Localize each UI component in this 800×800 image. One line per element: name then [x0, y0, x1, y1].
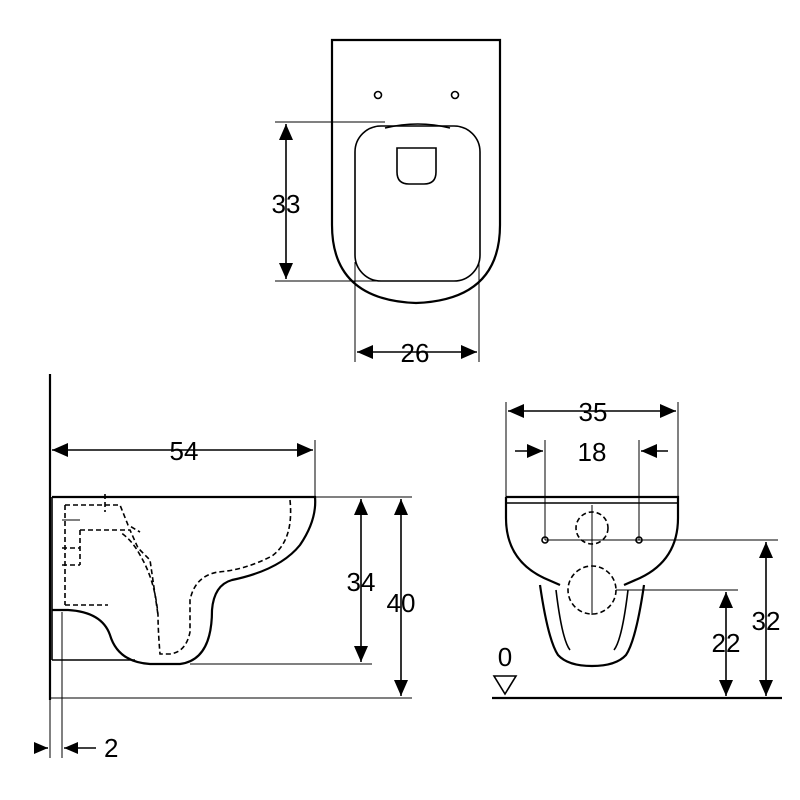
dim-side-wall-gap: 2 [104, 733, 118, 763]
top-view-mount-hole-right [450, 90, 460, 100]
top-view-flush-recess [396, 147, 437, 185]
dim-side-length: 54 [170, 436, 199, 466]
side-view: 54 34 40 2 [34, 374, 415, 763]
dim-top-width: 26 [401, 338, 430, 368]
top-view-outline [330, 38, 502, 305]
dim-side-height-inner: 34 [347, 567, 376, 597]
side-view-outline [52, 495, 317, 666]
top-view-seat [354, 125, 481, 282]
dim-front-height-lower: 22 [712, 628, 741, 658]
front-view-pedestal [538, 584, 646, 668]
front-view-rim [506, 495, 680, 587]
dim-floor-level: 0 [498, 642, 512, 672]
top-view-mount-hole-left [373, 90, 383, 100]
front-view: 35 18 32 22 0 [492, 397, 782, 700]
dim-front-hole-spacing: 18 [578, 437, 607, 467]
dim-top-depth: 33 [272, 189, 301, 219]
dim-front-height-upper: 32 [752, 606, 781, 636]
top-view-inner-lid [384, 123, 451, 129]
dim-side-height-outer: 40 [387, 588, 416, 618]
top-view: 33 26 [272, 38, 502, 368]
floor-level-triangle [492, 675, 518, 696]
dim-front-width: 35 [579, 397, 608, 427]
side-view-inner-bowl [119, 499, 292, 655]
side-view-trap [62, 504, 159, 616]
